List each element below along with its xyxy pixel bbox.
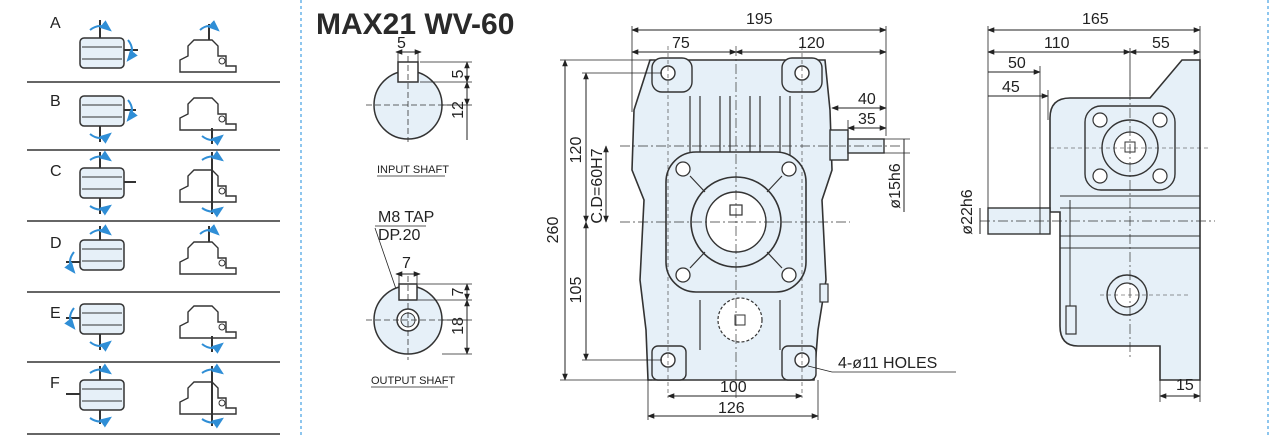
side-view-gearbox — [980, 59, 1215, 381]
dim-height-upper: 120 — [568, 137, 585, 164]
mounting-table — [27, 81, 280, 435]
output-shaft-section — [366, 225, 472, 360]
dim-shaft-length: 40 — [858, 91, 876, 108]
dim-left-width: 75 — [672, 35, 690, 52]
side-dim-50: 50 — [1008, 55, 1026, 72]
page-title: MAX21 WV-60 — [316, 8, 514, 41]
holes-callout: 4-ø11 HOLES — [838, 355, 937, 372]
output-shaft-caption: OUTPUT SHAFT — [371, 375, 455, 387]
output-tap-line1: M8 TAP — [378, 209, 434, 226]
output-radius: 18 — [450, 317, 467, 335]
mounting-label-e: E — [50, 305, 61, 322]
output-key-depth: 7 — [450, 287, 467, 296]
input-key-width: 5 — [397, 35, 406, 52]
input-shaft-caption: INPUT SHAFT — [377, 164, 449, 176]
dim-input-diameter: ø15h6 — [887, 163, 904, 208]
front-view-gearbox — [620, 46, 900, 398]
mounting-label-b: B — [50, 93, 61, 110]
dim-center-distance: C.D=60H7 — [589, 148, 606, 223]
mounting-label-c: C — [50, 163, 62, 180]
side-output-diameter: ø22h6 — [959, 189, 976, 234]
side-view-dimensions — [979, 26, 1201, 402]
mounting-row-e-icons — [64, 303, 237, 354]
mounting-row-d-icons — [64, 224, 237, 275]
mounting-label-a: A — [50, 15, 61, 32]
dim-base-inner: 100 — [720, 379, 747, 396]
dim-base-outer: 126 — [718, 400, 745, 417]
dim-overall-height: 260 — [545, 217, 562, 244]
mounting-row-a-icons — [79, 20, 237, 73]
side-dim-overall: 165 — [1082, 11, 1109, 28]
output-key-width: 7 — [402, 255, 411, 272]
side-dim-left: 110 — [1044, 35, 1070, 52]
dim-overall-width: 195 — [746, 11, 773, 28]
dim-key-length: 35 — [858, 111, 876, 128]
mounting-label-f: F — [50, 375, 60, 392]
mounting-row-c-icons — [79, 150, 237, 218]
mounting-label-d: D — [50, 235, 62, 252]
input-radius: 12 — [450, 101, 467, 119]
side-dim-foot: 15 — [1176, 377, 1194, 394]
mounting-row-b-icons — [79, 95, 237, 146]
mounting-row-f-icons — [66, 363, 237, 429]
side-dim-right: 55 — [1152, 35, 1170, 52]
front-view-dimensions — [560, 26, 956, 420]
side-dim-45: 45 — [1002, 79, 1020, 96]
dim-height-lower: 105 — [568, 277, 585, 304]
output-tap-line2: DP.20 — [378, 227, 421, 244]
input-key-depth: 5 — [450, 69, 467, 78]
dim-right-width: 120 — [798, 35, 825, 52]
input-shaft-section — [366, 49, 472, 142]
